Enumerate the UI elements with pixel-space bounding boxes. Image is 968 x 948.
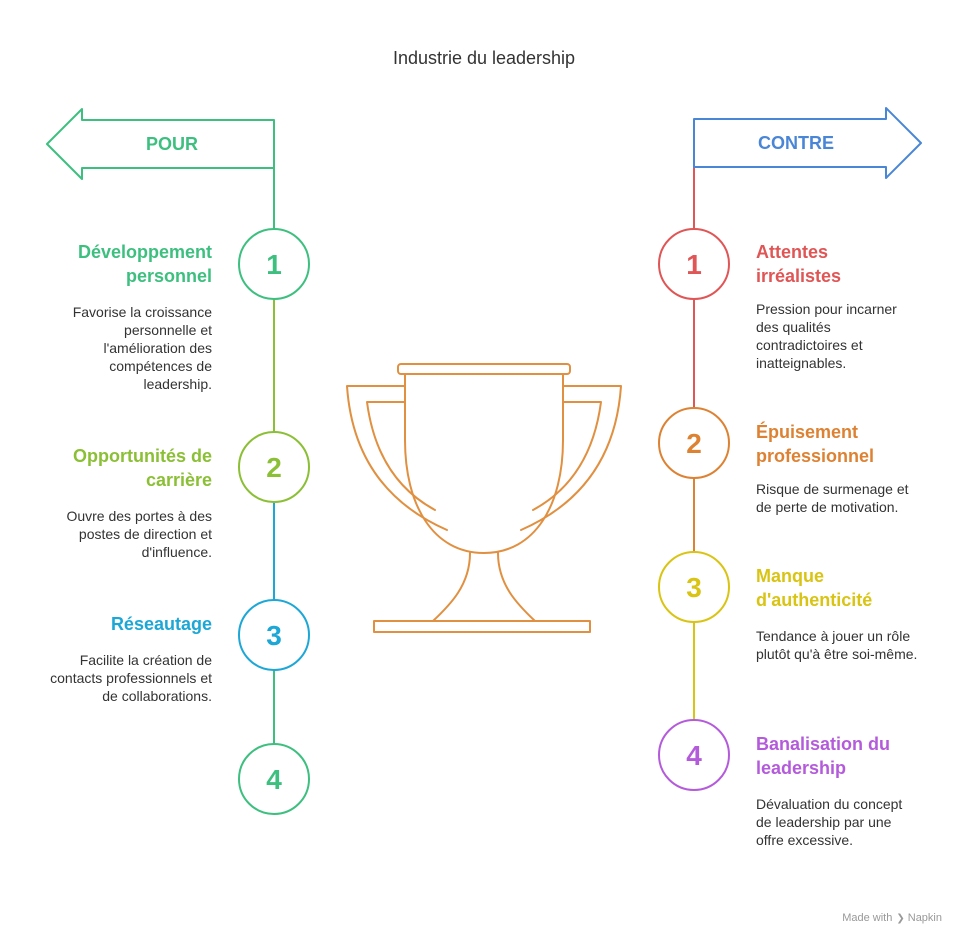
contre-step-1: 1 xyxy=(658,228,730,300)
contre-item-title: Épuisement professionnel xyxy=(756,422,875,466)
step-number: 3 xyxy=(266,620,282,651)
contre-label: CONTRE xyxy=(758,133,834,153)
contre-item-title: Banalisation du leadership xyxy=(756,734,891,778)
contre-step-2: 2 xyxy=(658,407,730,479)
contre-item-description: Tendance à jouer un rôle plutôt qu'à êtr… xyxy=(756,628,918,662)
pour-item-description: Favorise la croissance personnelle et l'… xyxy=(72,304,212,392)
contre-item-description: Dévaluation du concept de leadership par… xyxy=(756,796,903,848)
pour-item-description: Ouvre des portes à des postes de directi… xyxy=(66,508,212,560)
pour-item-title: Développement personnel xyxy=(77,242,212,286)
watermark: Made with❯Napkin xyxy=(842,912,942,924)
pour-item-description: Facilite la création de contacts profess… xyxy=(50,652,212,704)
contre-step-3: 3 xyxy=(658,551,730,623)
page-title: Industrie du leadership xyxy=(392,48,576,68)
watermark-prefix: Made with xyxy=(842,912,893,924)
step-number: 2 xyxy=(686,428,702,459)
contre-arrow xyxy=(693,107,922,179)
step-number: 1 xyxy=(266,249,282,280)
contre-step-4: 4 xyxy=(658,719,730,791)
pour-arrow xyxy=(46,108,275,180)
pour-step-1: 1 xyxy=(238,228,310,300)
pour-step-2: 2 xyxy=(238,431,310,503)
napkin-icon: ❯ xyxy=(896,913,905,924)
contre-item-title: Manque d'authenticité xyxy=(756,566,873,610)
pour-step-3: 3 xyxy=(238,599,310,671)
watermark-brand: Napkin xyxy=(907,912,942,924)
trophy-icon xyxy=(346,363,622,633)
pour-label: POUR xyxy=(146,134,198,154)
step-number: 2 xyxy=(266,452,282,483)
pour-item-title: Réseautage xyxy=(110,614,212,634)
contre-item-description: Risque de surmenage et de perte de motiv… xyxy=(756,481,909,515)
pour-step-4: 4 xyxy=(238,743,310,815)
contre-item-title: Attentes irréalistes xyxy=(756,242,842,286)
pour-item-title: Opportunités de carrière xyxy=(73,446,212,490)
step-number: 4 xyxy=(266,764,282,795)
step-number: 4 xyxy=(686,740,702,771)
contre-item-description: Pression pour incarner des qualités cont… xyxy=(756,301,897,371)
step-number: 1 xyxy=(686,249,702,280)
step-number: 3 xyxy=(686,572,702,603)
